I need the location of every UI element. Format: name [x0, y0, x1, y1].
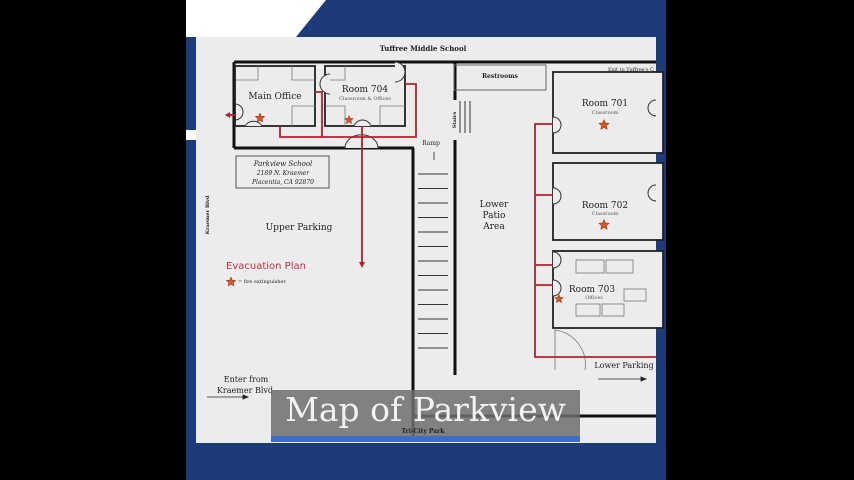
star-icon [344, 114, 354, 125]
star-icon [598, 218, 610, 230]
patio-label: Area [482, 222, 505, 232]
room-label: Room 703 [569, 285, 615, 295]
stairs-and-ramp [418, 101, 471, 349]
bottom-label: Tri-City Park [401, 428, 445, 435]
street-label: Kraemer Blvd [205, 195, 211, 234]
room-sub-label: Offices [585, 295, 603, 301]
room-sub-label: Classroom & Offices [339, 96, 391, 102]
room-label: Room 702 [582, 201, 628, 211]
room-furniture [236, 66, 647, 371]
room-label: Room 704 [342, 85, 388, 95]
main-office-room [234, 65, 316, 127]
top-label: Tuffree Middle School [380, 44, 467, 53]
star-icon [554, 293, 564, 304]
caption-title: Map of Parkview [285, 390, 566, 429]
star-icon [598, 118, 610, 130]
caption-accent-bar [271, 436, 580, 442]
address-box [235, 155, 330, 189]
star-icon [254, 112, 266, 123]
room-703 [552, 250, 664, 329]
patio-label: Lower [480, 200, 509, 210]
white-diagonal-decoration [186, 0, 326, 140]
lower-parking-label: Lower Parking [594, 361, 653, 370]
evacuation-route [226, 83, 656, 358]
room-sub-label: Classroom [592, 110, 619, 116]
upper-parking-label: Upper Parking [266, 223, 333, 233]
address-line: Placentia, CA 92870 [251, 179, 314, 186]
address-line: Parkview School [253, 160, 313, 168]
room-label: Main Office [248, 92, 301, 102]
enter-label: Enter from [224, 375, 269, 384]
enter-label: Kraemer Blvd [217, 386, 273, 395]
legend-item: = fire extinguisher [238, 279, 286, 285]
patio-label: Patio [483, 211, 506, 221]
ramp-label: Ramp [422, 140, 440, 147]
exit-label: Exit to Tuffree's C [608, 67, 654, 73]
room-label: Room 701 [582, 99, 628, 109]
video-caption: Map of Parkview [271, 390, 580, 442]
arrows [207, 152, 648, 400]
address-line: 2189 N. Kraemer [256, 170, 311, 177]
star-icon [225, 276, 237, 287]
room-label: Restrooms [482, 73, 518, 80]
room-sub-label: Classroom [592, 211, 619, 217]
stairs-label: Stairs [452, 112, 458, 129]
room-702 [552, 162, 664, 241]
room-701 [552, 71, 664, 154]
legend-title: Evacuation Plan [226, 261, 306, 272]
room-704 [324, 65, 406, 127]
restrooms [453, 64, 547, 91]
fire-extinguisher-icons [225, 112, 610, 304]
